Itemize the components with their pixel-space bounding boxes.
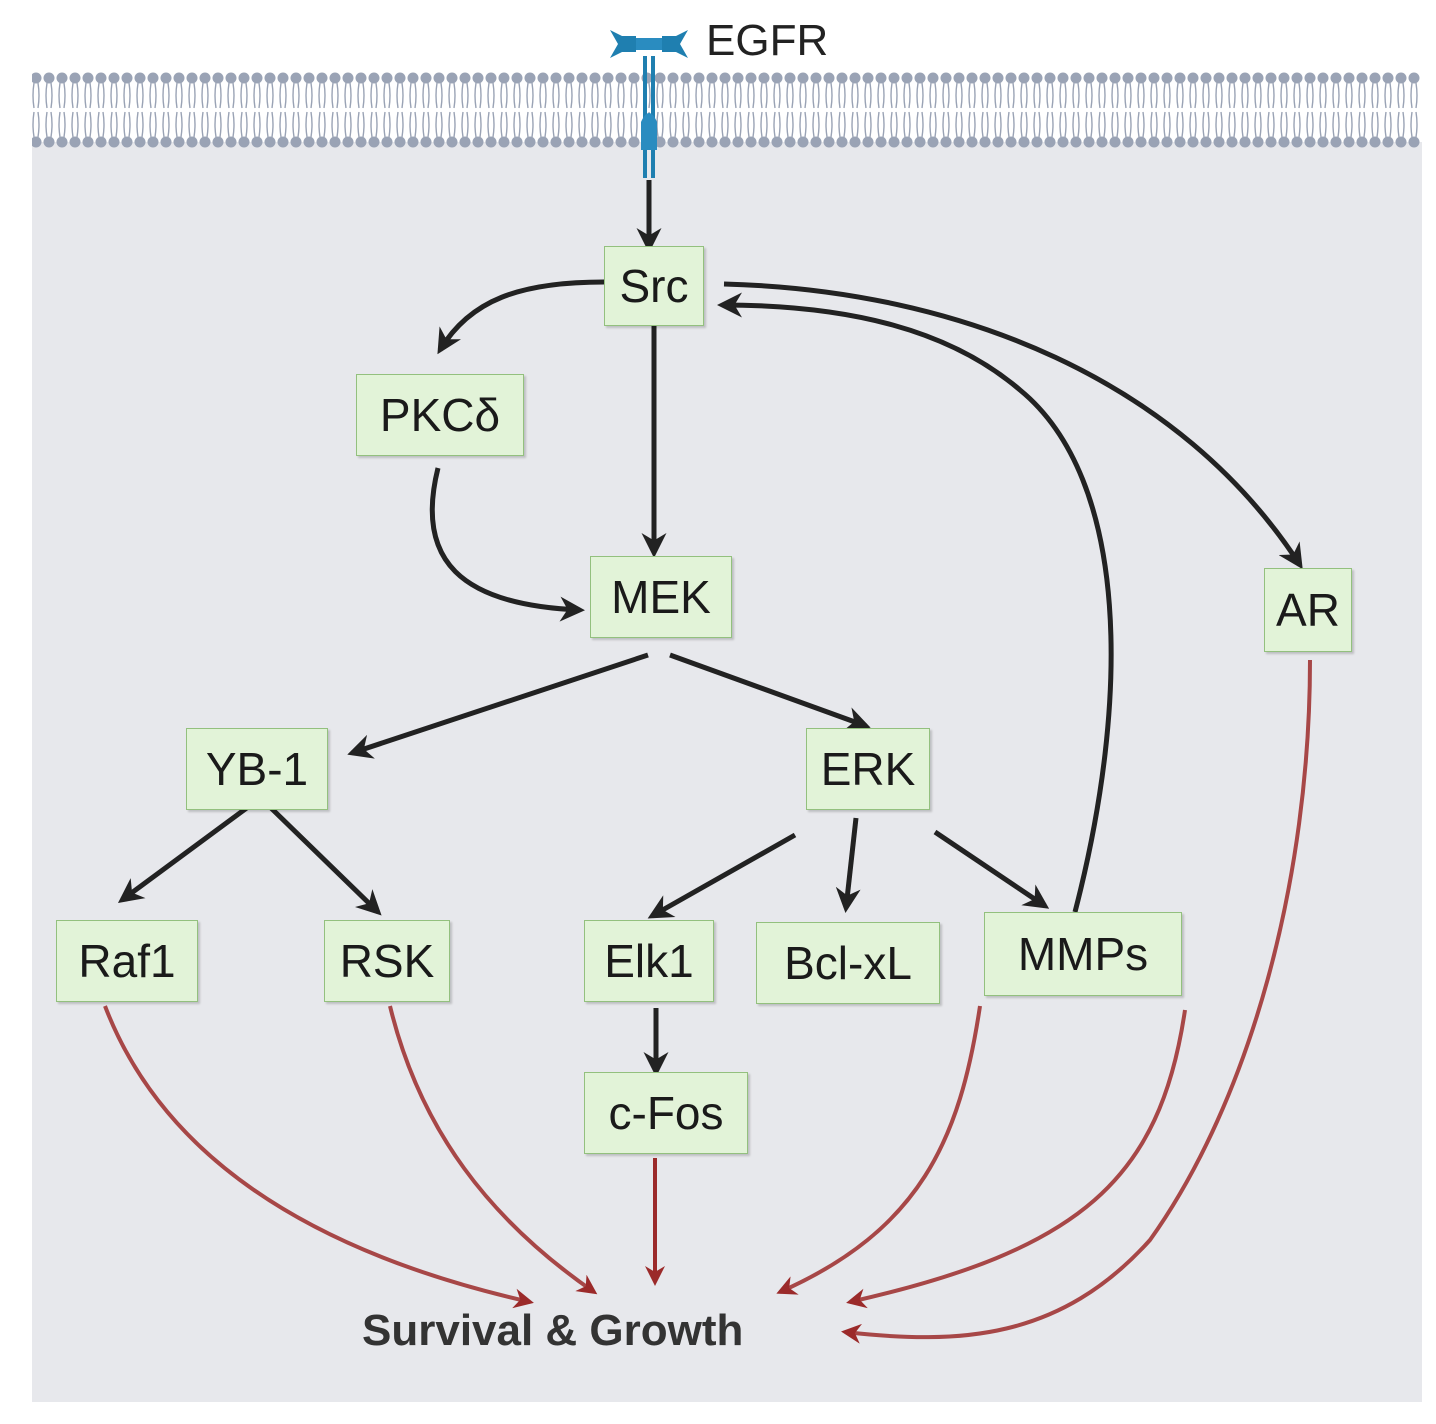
arrow-mmps-src: [717, 292, 1114, 913]
arrow-erk-mmps: [933, 829, 1050, 909]
node-raf1: Raf1: [56, 920, 198, 1002]
arrow-yb1-rsk: [268, 805, 382, 916]
egfr-label: EGFR: [706, 16, 829, 65]
node-elk1: Elk1: [584, 920, 714, 1002]
node-src: Src: [604, 246, 704, 326]
arrow-raf1-outcome: [103, 1005, 534, 1309]
arrow-erk-elk1: [647, 832, 797, 919]
arrow-src-pkc: [437, 279, 605, 355]
node-pkc-delta: PKCδ: [356, 374, 524, 456]
arrow-pkc-mek: [429, 467, 585, 622]
egfr-receptor-icon: [610, 30, 688, 178]
cell-membrane: [32, 72, 1420, 148]
outcome-label: Survival & Growth: [362, 1306, 744, 1355]
node-mmps: MMPs: [984, 912, 1182, 996]
arrow-mek-yb1: [347, 652, 649, 759]
node-yb1: YB-1: [186, 728, 328, 810]
arrow-src-ar: [723, 281, 1303, 570]
arrow-ar-outcome: [841, 659, 1312, 1344]
arrow-erk-bclxl: [835, 817, 861, 913]
arrow-mmps-left-outcome: [776, 1005, 982, 1295]
arrow-yb1-raf1: [117, 804, 250, 903]
node-c-fos: c-Fos: [584, 1072, 748, 1154]
arrow-mek-erk: [669, 652, 871, 731]
node-mek: MEK: [590, 556, 732, 638]
arrow-rsk-outcome: [388, 1005, 598, 1295]
node-rsk: RSK: [324, 920, 450, 1002]
arrow-mmps-right-outcome: [846, 1009, 1187, 1309]
node-ar: AR: [1264, 568, 1352, 652]
node-bcl-xl: Bcl-xL: [756, 922, 940, 1004]
node-erk: ERK: [806, 728, 930, 810]
